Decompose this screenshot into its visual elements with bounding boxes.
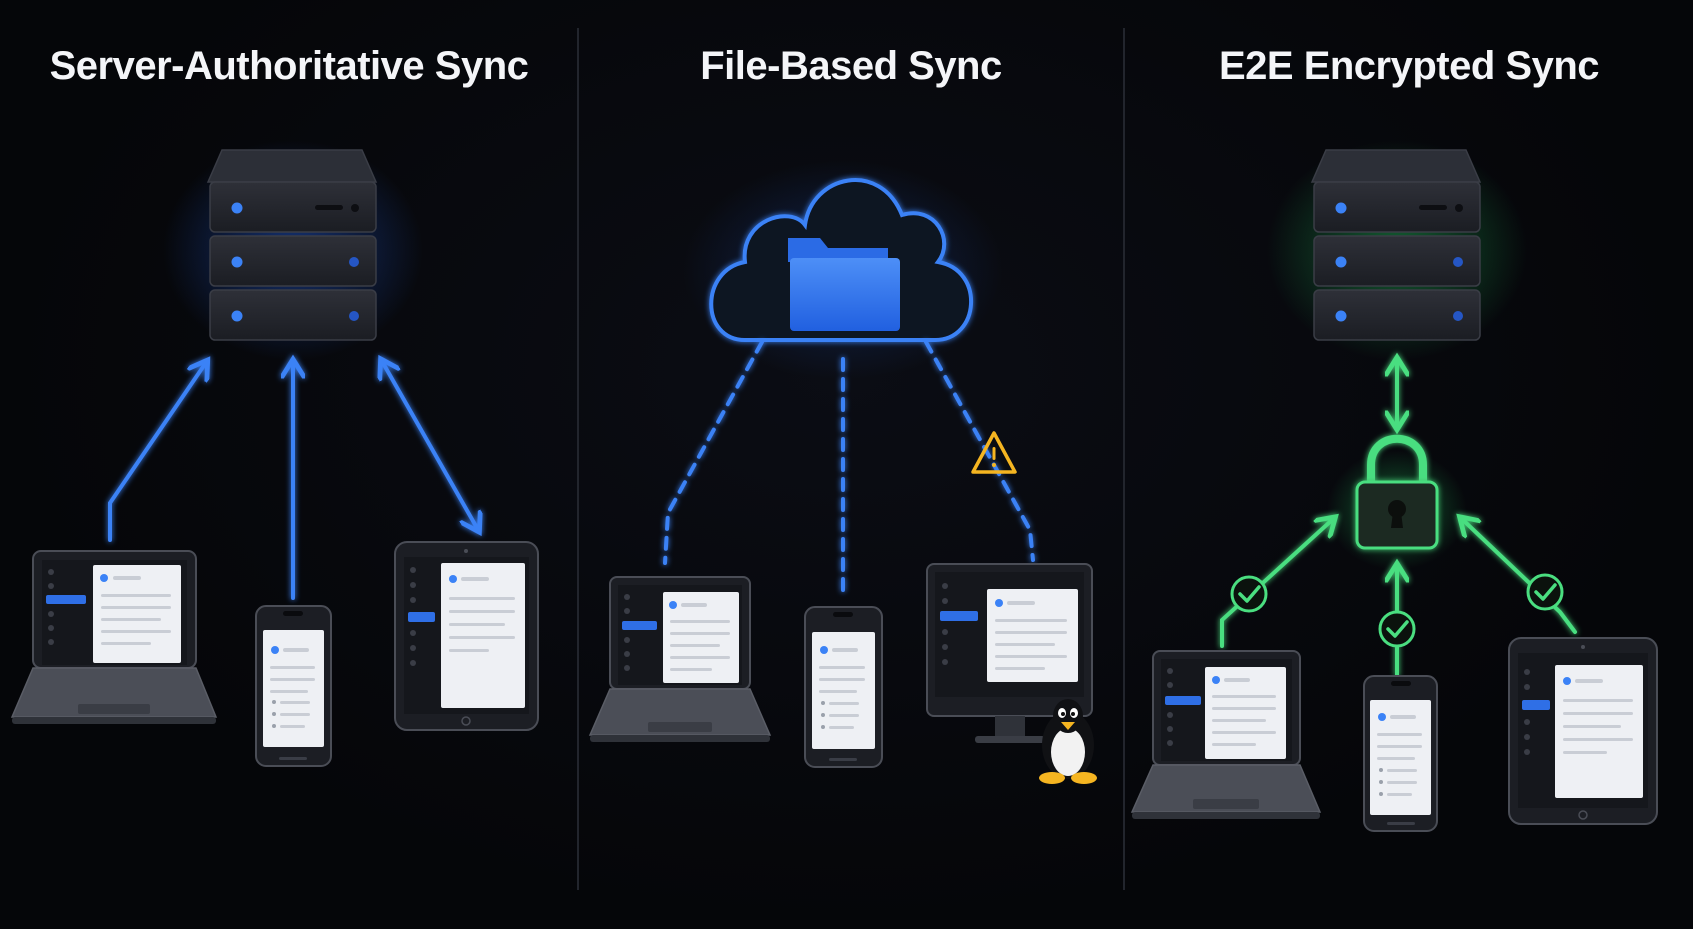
desktop-monitor-icon: [926, 563, 1093, 743]
panel-e2e-encrypted: E2E Encrypted Sync: [1125, 0, 1693, 929]
phone-icon: [1363, 675, 1438, 832]
linux-penguin-icon: [1039, 699, 1097, 784]
tablet-icon: [1508, 637, 1658, 825]
laptop-icon: [1130, 650, 1322, 819]
tablet-icon: [394, 541, 539, 731]
check-icon: [1230, 575, 1268, 613]
server-icon: [163, 140, 423, 360]
sync-lines-dashed: [663, 340, 1035, 592]
phone-icon: [804, 606, 883, 768]
cloud-folder-icon: [683, 160, 1003, 380]
panel-title: E2E Encrypted Sync: [1218, 44, 1600, 88]
sync-arrows-blue: [108, 363, 477, 600]
panel-divider: [577, 28, 579, 890]
laptop-icon: [10, 550, 218, 724]
panel-file-based: File-Based Sync: [578, 0, 1124, 929]
lock-icon: [1327, 434, 1467, 570]
panel-title: File-Based Sync: [700, 44, 1002, 88]
laptop-icon: [588, 576, 772, 742]
server-icon: [1267, 140, 1527, 360]
check-icon: [1378, 610, 1416, 648]
phone-icon: [255, 605, 332, 767]
panel-title: Server-Authoritative Sync: [49, 44, 529, 88]
check-icon: [1526, 573, 1564, 611]
panel-divider: [1123, 28, 1125, 890]
warning-icon: [971, 431, 1017, 474]
panel-server-authoritative: Server-Authoritative Sync: [0, 0, 578, 929]
